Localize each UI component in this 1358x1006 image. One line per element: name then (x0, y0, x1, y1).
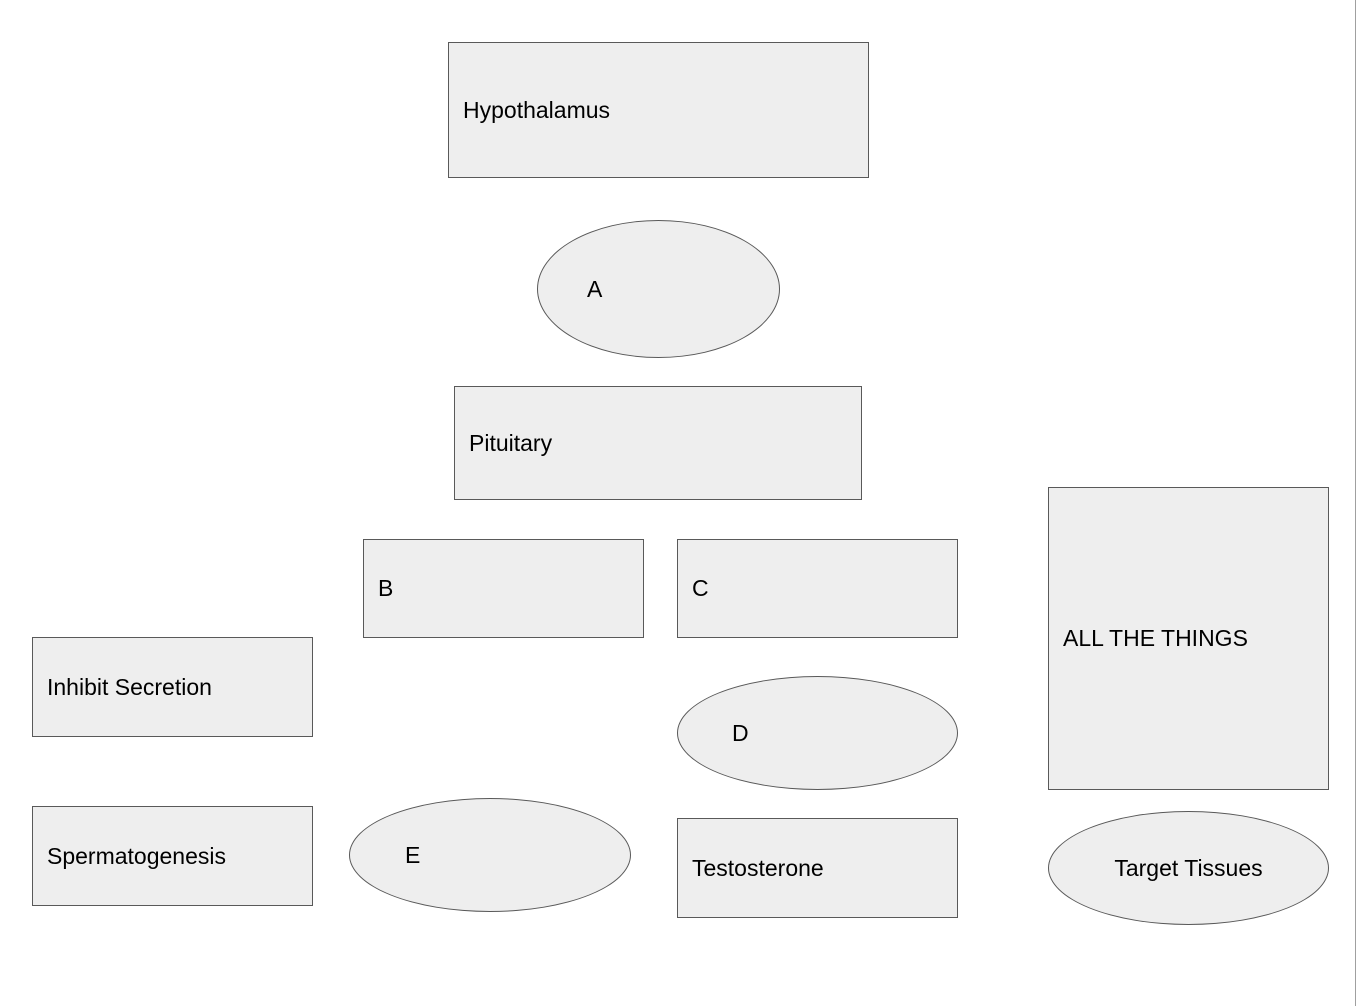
right-edge-divider (1355, 0, 1356, 1006)
e-label: E (405, 841, 421, 868)
a-label: A (587, 275, 603, 302)
testosterone-label: Testosterone (692, 854, 824, 881)
a-ellipse: A (537, 220, 780, 358)
d-ellipse: D (677, 676, 958, 790)
target-tissues-label: Target Tissues (1114, 854, 1263, 881)
hypothalamus-label: Hypothalamus (463, 96, 611, 123)
testosterone-box: Testosterone (677, 818, 958, 918)
pituitary-label: Pituitary (469, 429, 553, 456)
c-box: C (677, 539, 958, 638)
d-label: D (732, 719, 749, 746)
spermatogenesis-label: Spermatogenesis (47, 842, 226, 869)
inhibit-secretion-label: Inhibit Secretion (47, 673, 212, 700)
inhibit-secretion-box: Inhibit Secretion (32, 637, 313, 737)
all-the-things-box: ALL THE THINGS (1048, 487, 1329, 790)
e-ellipse: E (349, 798, 631, 912)
pituitary-box: Pituitary (454, 386, 862, 500)
b-label: B (378, 575, 394, 601)
hypothalamus-box: Hypothalamus (448, 42, 869, 178)
b-box: B (363, 539, 644, 638)
c-label: C (692, 575, 709, 601)
spermatogenesis-box: Spermatogenesis (32, 806, 313, 906)
all-the-things-label: ALL THE THINGS (1063, 625, 1248, 651)
target-tissues-ellipse: Target Tissues (1048, 811, 1329, 925)
